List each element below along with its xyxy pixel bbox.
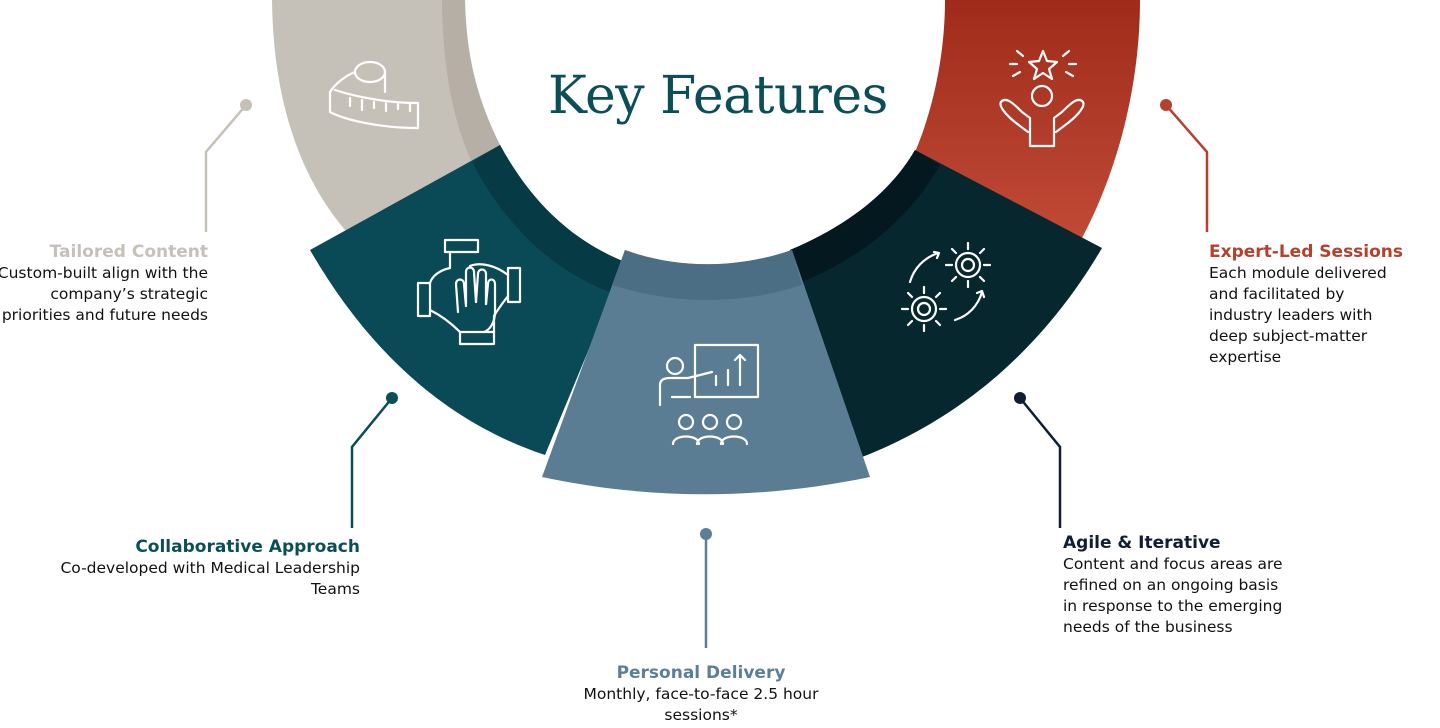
measuring-tape-icon <box>328 60 420 130</box>
celebrating-person-star-icon <box>999 49 1085 148</box>
feature-description: Content and focus areas are refined on a… <box>1063 555 1283 636</box>
segment-collaborative-inner-shade <box>472 145 625 293</box>
rotating-gears-icon <box>900 241 992 333</box>
feature-heading: Expert-Led Sessions <box>1209 242 1404 262</box>
connector-personal-delivery <box>700 528 712 648</box>
feature-tailored-content: Tailored Content Custom-built align with… <box>0 242 208 326</box>
segment-personal-inner-shade <box>612 250 802 300</box>
feature-expert-led: Expert-Led Sessions Each module delivere… <box>1209 242 1409 368</box>
feature-agile-iterative: Agile & Iterative Content and focus area… <box>1063 533 1293 638</box>
feature-heading: Personal Delivery <box>616 663 786 683</box>
segment-tailored-inner-shade <box>442 0 500 162</box>
feature-heading: Agile & Iterative <box>1063 533 1221 553</box>
connector-collaborative-approach <box>350 392 398 528</box>
feature-description: Co-developed with Medical Leadership Tea… <box>60 559 360 598</box>
feature-description: Monthly, face-to-face 2.5 hour sessions* <box>583 685 819 724</box>
stacked-hands-icon <box>416 238 522 346</box>
feature-description: Custom-built align with the company’s st… <box>0 264 208 324</box>
connector-expert-led <box>1160 99 1209 232</box>
segment-expert-led <box>915 0 1140 238</box>
feature-heading: Tailored Content <box>49 242 208 262</box>
presenter-audience-icon <box>658 343 760 446</box>
connector-agile-iterative <box>1014 392 1062 528</box>
feature-description: Each module delivered and facilitated by… <box>1209 264 1387 366</box>
segment-personal-delivery <box>542 250 870 495</box>
segment-agile-inner-shade <box>790 150 940 282</box>
page-title: Key Features <box>548 66 888 126</box>
feature-collaborative-approach: Collaborative Approach Co-developed with… <box>60 537 360 600</box>
connector-tailored-content <box>204 99 252 232</box>
feature-personal-delivery: Personal Delivery Monthly, face-to-face … <box>560 663 842 726</box>
feature-heading: Collaborative Approach <box>135 537 360 557</box>
